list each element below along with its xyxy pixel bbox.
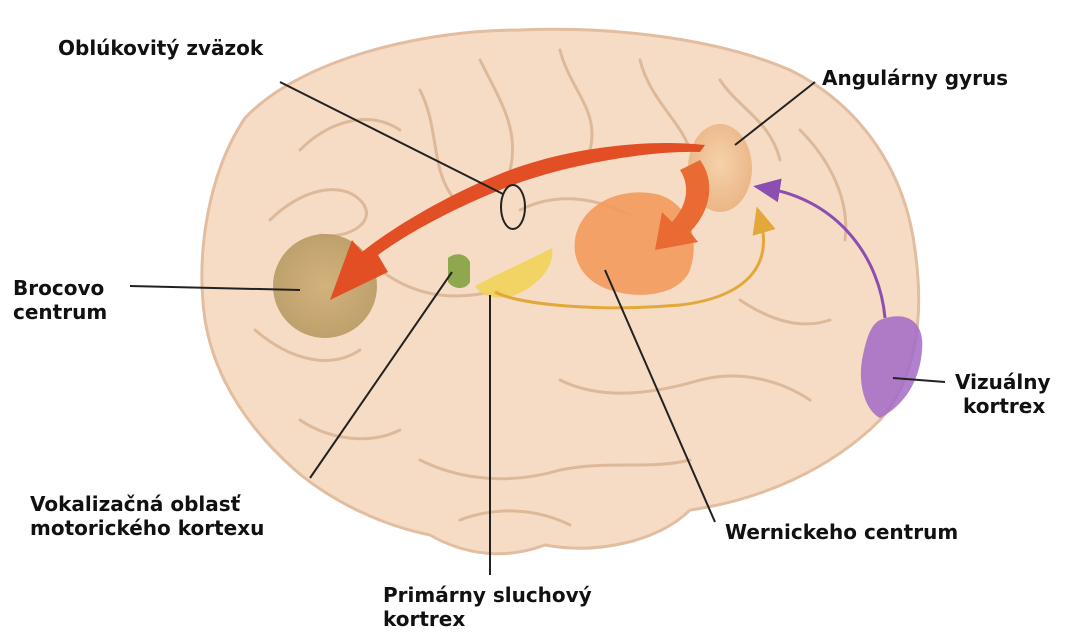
label-wernicke-text: Wernickeho centrum — [725, 520, 958, 544]
broca-area — [273, 234, 377, 338]
label-visual-line1: Vizuálny — [955, 370, 1051, 394]
visual-area — [861, 316, 922, 418]
label-visual-cortex: Vizuálny kortrex — [955, 370, 1051, 418]
label-wernicke: Wernickeho centrum — [725, 520, 958, 544]
label-auditory-line2: kortrex — [383, 607, 592, 631]
label-arcuate-fasciculus: Oblúkovitý zväzok — [58, 36, 263, 60]
label-motor-line1: Vokalizačná oblasť — [30, 492, 264, 516]
label-broca: Brocovo centrum — [13, 276, 107, 324]
label-broca-line2: centrum — [13, 300, 107, 324]
label-broca-line1: Brocovo — [13, 276, 107, 300]
label-motor-line2: motorického kortexu — [30, 516, 264, 540]
label-angular-gyrus: Angulárny gyrus — [822, 66, 1008, 90]
label-visual-line2: kortrex — [955, 394, 1051, 418]
label-arcuate-text: Oblúkovitý zväzok — [58, 36, 263, 60]
motor-vocal-area — [448, 254, 470, 288]
label-auditory-cortex: Primárny sluchový kortrex — [383, 583, 592, 631]
label-angular-text: Angulárny gyrus — [822, 66, 1008, 90]
label-auditory-line1: Primárny sluchový — [383, 583, 592, 607]
label-motor-vocal: Vokalizačná oblasť motorického kortexu — [30, 492, 264, 540]
